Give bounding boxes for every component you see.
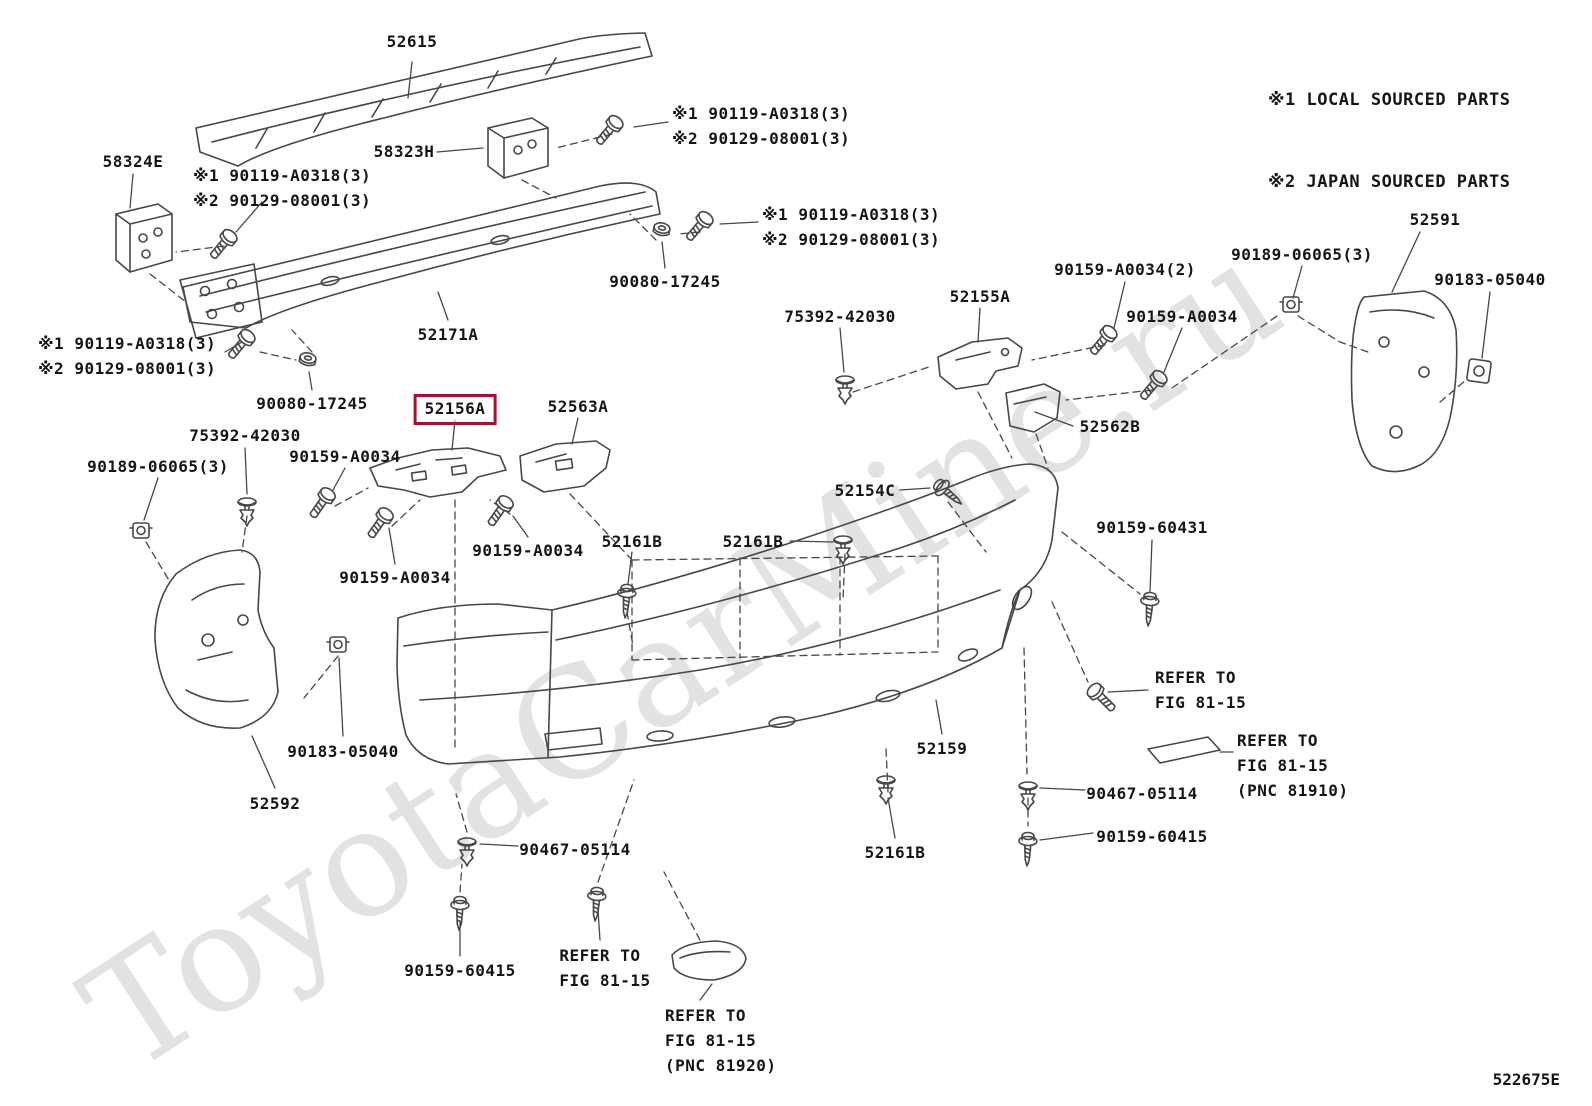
part-label-52563A[interactable]: 52563A [547, 397, 609, 416]
part-label-refer-fig-81910: REFER TO FIG 81-15 (PNC 81910) [1237, 731, 1349, 800]
part-label-90080-17245-upper[interactable]: 90080-17245 [609, 272, 721, 291]
part-label-90080-17245-lower[interactable]: 90080-17245 [256, 394, 368, 413]
part-label-fastener-note-left-upper[interactable]: ※1 90119-A0318(3) ※2 90129-08001(3) [193, 166, 372, 210]
part-label-90467-05114-left[interactable]: 90467-05114 [519, 840, 631, 859]
part-label-90159-60431[interactable]: 90159-60431 [1096, 518, 1208, 537]
part-label-52592[interactable]: 52592 [249, 794, 301, 813]
part-label-52562B[interactable]: 52562B [1079, 417, 1141, 436]
part-label-refer-fig-right: REFER TO FIG 81-15 [1155, 668, 1247, 712]
diagram-code: 522675E [1492, 1070, 1560, 1089]
part-52155a-bumper-support [937, 337, 1023, 390]
part-label-fastener-note-right[interactable]: ※1 90119-A0318(3) ※2 90129-08001(3) [762, 205, 941, 249]
part-52562b-bumper-support [1005, 383, 1061, 433]
part-label-90183-05040-left[interactable]: 90183-05040 [287, 742, 399, 761]
part-label-58323H[interactable]: 58323H [373, 142, 435, 161]
leader-lines [129, 61, 1491, 1001]
part-label-90159-A0034-left-upper[interactable]: 90159-A0034 [289, 447, 401, 466]
part-52563a-bumper-retainer [519, 440, 611, 493]
part-label-refer-fig-81920: REFER TO FIG 81-15 (PNC 81920) [665, 1006, 777, 1075]
part-label-90159-A0034-right[interactable]: 90159-A0034 [1126, 307, 1238, 326]
part-reflector-right [1147, 736, 1221, 764]
part-label-90159-60415-bottom[interactable]: 90159-60415 [404, 961, 516, 980]
sourced-parts-legend: ※1 LOCAL SOURCED PARTS ※2 JAPAN SOURCED … [1268, 33, 1510, 251]
part-52591-side-spoiler [1350, 290, 1458, 473]
part-label-75392-42030-right[interactable]: 75392-42030 [784, 307, 896, 326]
part-label-52159[interactable]: 52159 [916, 739, 968, 758]
part-52592-side-protector [154, 549, 279, 729]
part-label-52615[interactable]: 52615 [386, 32, 438, 51]
part-58324e-bracket [115, 203, 173, 273]
part-label-52156A[interactable]: 52156A [413, 394, 497, 425]
part-label-52155A[interactable]: 52155A [949, 287, 1011, 306]
part-label-52171A[interactable]: 52171A [417, 325, 479, 344]
part-52615-bumper-retainer-upper [195, 32, 653, 167]
part-label-90159-A0034-lower[interactable]: 90159-A0034 [339, 568, 451, 587]
part-label-90467-05114-right[interactable]: 90467-05114 [1086, 784, 1198, 803]
part-label-90159-A0034-mid[interactable]: 90159-A0034 [472, 541, 584, 560]
legend-line-japan: ※2 JAPAN SOURCED PARTS [1268, 171, 1511, 192]
alignment-lines [145, 133, 1467, 941]
part-58323h-bracket [487, 117, 549, 179]
part-label-58324E[interactable]: 58324E [102, 152, 164, 171]
part-label-75392-42030-left[interactable]: 75392-42030 [189, 426, 301, 445]
part-label-90159-A0034-right-2[interactable]: 90159-A0034(2) [1054, 260, 1196, 279]
part-label-52154C[interactable]: 52154C [834, 481, 896, 500]
nut-icon [1466, 358, 1492, 384]
part-label-52161B-1[interactable]: 52161B [601, 532, 663, 551]
part-label-52161B-3[interactable]: 52161B [864, 843, 926, 862]
part-52159-bumper-cover [396, 463, 1059, 765]
part-label-90189-06065-left[interactable]: 90189-06065(3) [87, 457, 229, 476]
part-label-90159-60415-right[interactable]: 90159-60415 [1096, 827, 1208, 846]
part-label-52591[interactable]: 52591 [1409, 210, 1461, 229]
part-label-fastener-note-left-lower[interactable]: ※1 90119-A0318(3) ※2 90129-08001(3) [38, 334, 217, 378]
legend-line-local: ※1 LOCAL SOURCED PARTS [1268, 90, 1511, 111]
part-52156a-bumper-retainer [369, 447, 507, 498]
part-label-90183-05040-right[interactable]: 90183-05040 [1434, 270, 1546, 289]
part-label-52161B-2[interactable]: 52161B [722, 532, 784, 551]
part-label-fastener-note-top[interactable]: ※1 90119-A0318(3) ※2 90129-08001(3) [672, 104, 851, 148]
part-label-90189-06065-right[interactable]: 90189-06065(3) [1231, 245, 1373, 264]
part-label-refer-fig-bottom: REFER TO FIG 81-15 [559, 946, 651, 990]
part-52171a-bumper-reinforcement [179, 182, 661, 339]
part-reflector-bottom [671, 940, 747, 981]
